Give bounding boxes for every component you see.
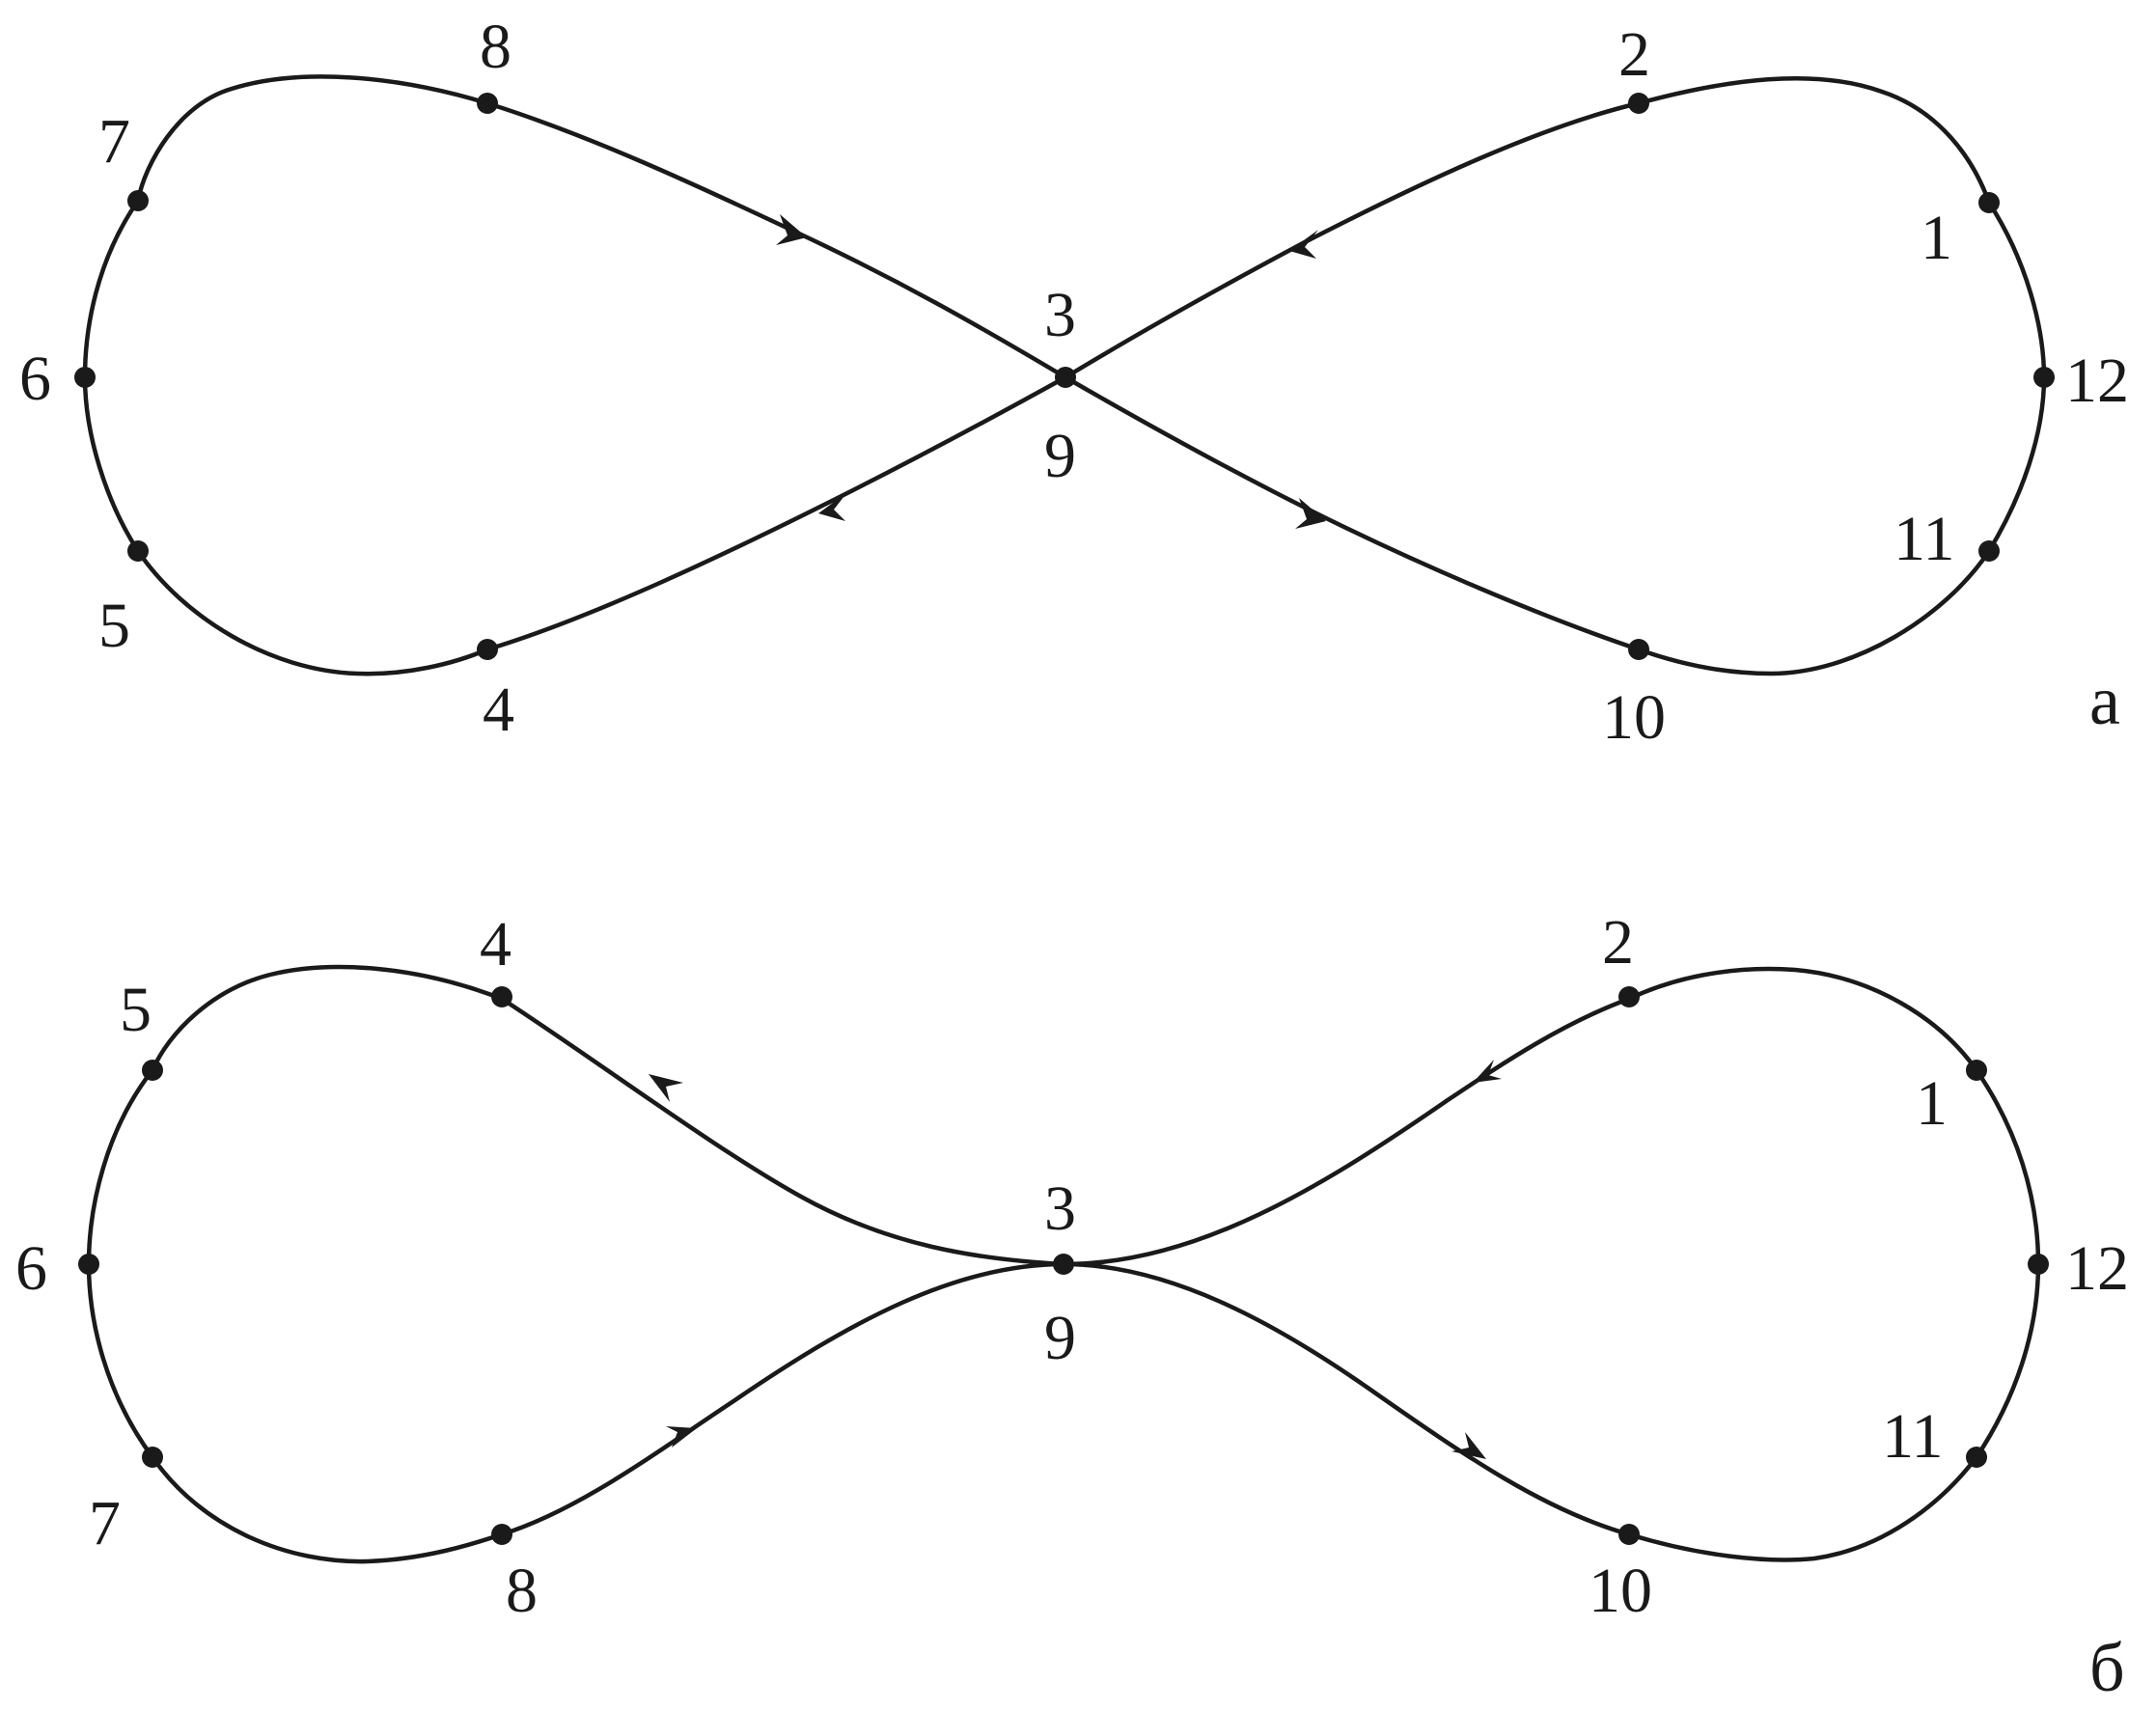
panel-b-point-4: [491, 986, 512, 1007]
panel-b-label-4: 4: [480, 909, 511, 979]
panel-a-label-10: 10: [1602, 682, 1666, 753]
panel-b-point-5: [142, 1060, 163, 1081]
panel-a-point-2: [1628, 93, 1649, 114]
panel-a-label-12: 12: [2065, 345, 2129, 416]
panel-a-label-11: 11: [1893, 504, 1955, 574]
panel-a-arrow-8-to-3: [776, 214, 807, 245]
panel-b-arrow-8-to-9: [666, 1426, 697, 1448]
panel-a-label-9: 9: [1044, 421, 1076, 491]
panel-a-point-11: [1978, 540, 2000, 562]
panel-b-title: б: [2089, 1629, 2125, 1706]
panel-a-right-lobe-curve: [1063, 76, 2047, 676]
panel-a-point-12: [2033, 367, 2055, 388]
panel-a-arrow-9-to-4: [818, 492, 847, 521]
panel-b-label-6: 6: [15, 1233, 47, 1304]
panel-a-label-4: 4: [483, 675, 514, 745]
panel-b-label-12: 12: [2065, 1233, 2129, 1304]
panel-a-point-10: [1628, 639, 1649, 660]
panel-b-point-10: [1618, 1524, 1640, 1545]
panel-a-arrow-2-to-3: [1289, 230, 1318, 259]
panel-a-label-6: 6: [19, 344, 51, 414]
panel-b-point-11: [1966, 1447, 1987, 1468]
panel-b-left-lobe-curve: [86, 964, 1066, 1564]
panel-a-point-5: [127, 540, 149, 562]
panel-b-point-12: [2028, 1254, 2049, 1275]
panel-a-label-2: 2: [1618, 19, 1650, 90]
panel-b-label-3: 3: [1044, 1173, 1076, 1244]
panel-b-label-11: 11: [1882, 1401, 1944, 1472]
panel-b-label-2: 2: [1602, 907, 1634, 978]
panel-b-label-10: 10: [1589, 1556, 1652, 1626]
panel-b-point-8: [491, 1524, 512, 1545]
panel-b-label-8: 8: [506, 1556, 538, 1626]
panel-a-title: а: [2089, 662, 2120, 739]
panel-b-label-9: 9: [1044, 1303, 1076, 1373]
panel-a-left-lobe-curve: [82, 74, 1068, 676]
panel-a-arrow-9-to-10: [1295, 498, 1326, 529]
panel-a-point-6: [74, 367, 96, 388]
panel-a-point-3-9: [1055, 367, 1076, 388]
panel-b-point-3-9: [1053, 1254, 1074, 1275]
panel-b-label-5: 5: [120, 975, 152, 1045]
panel-b-arrow-9-to-10: [1451, 1432, 1486, 1459]
panel-a-label-3: 3: [1044, 280, 1076, 350]
panel-b-arrow-2-to-3: [1473, 1060, 1502, 1083]
panel-b-point-1: [1966, 1060, 1987, 1081]
panel-b-arrow-3-to-4: [649, 1074, 683, 1102]
panel-a-label-7: 7: [98, 106, 130, 177]
panel-a-label-8: 8: [480, 12, 511, 82]
panel-b-label-7: 7: [89, 1488, 121, 1558]
panel-a-label-5: 5: [98, 591, 130, 661]
panel-a-point-1: [1978, 192, 2000, 213]
panel-a: 1 2 3 9 4 5 6 7 8 10 11 12 а: [19, 12, 2129, 753]
panel-b-point-6: [78, 1254, 99, 1275]
panel-a-label-1: 1: [1921, 203, 1952, 273]
panel-b-point-7: [142, 1447, 163, 1468]
panel-b: 1 2 3 9 4 5 6 7 8 10 11 12 б: [15, 907, 2129, 1706]
panel-a-point-7: [127, 190, 149, 211]
panel-a-point-8: [477, 93, 498, 114]
panel-a-point-4: [477, 639, 498, 660]
panel-b-point-2: [1618, 986, 1640, 1007]
panel-b-label-1: 1: [1916, 1068, 1948, 1139]
